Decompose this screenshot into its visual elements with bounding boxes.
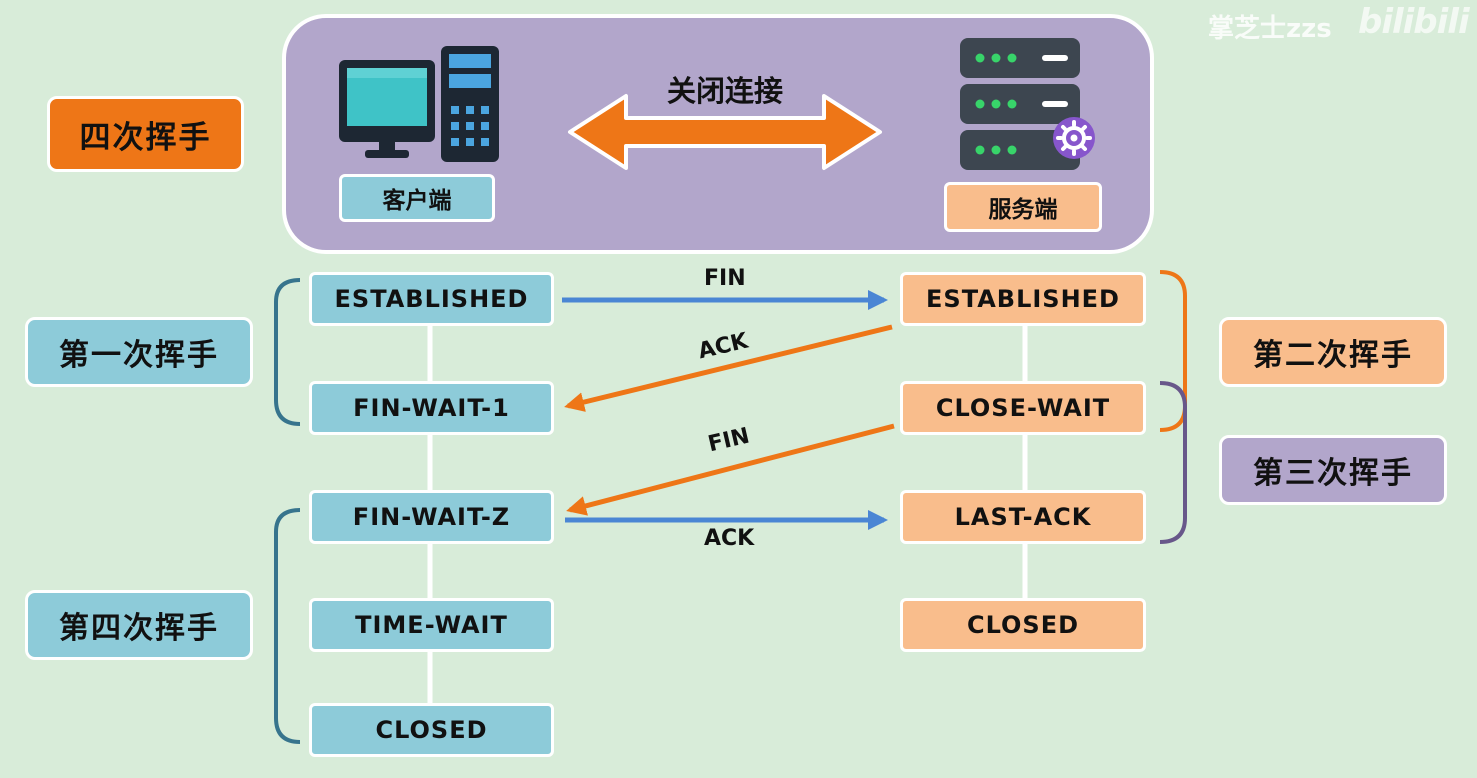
- client-state-established: ESTABLISHED: [309, 272, 554, 326]
- client-state-time-wait: TIME-WAIT: [309, 598, 554, 652]
- client-label: 客户端: [339, 174, 495, 222]
- second-wave-bracket: [1159, 270, 1187, 432]
- server-state-close-wait: CLOSE-WAIT: [900, 381, 1146, 435]
- double-arrow-icon: [568, 94, 882, 170]
- fin1-label: FIN: [704, 266, 746, 291]
- watermark-text: 掌芝士zzs: [1208, 14, 1332, 44]
- server-icon: [960, 38, 1095, 170]
- client-state-fin-wait-2: FIN-WAIT-Z: [309, 490, 554, 544]
- third-wave-label: 第三次挥手: [1219, 435, 1447, 505]
- server-state-last-ack: LAST-ACK: [900, 490, 1146, 544]
- client-state-closed: CLOSED: [309, 703, 554, 757]
- bilibili-logo: bilibili: [1358, 2, 1470, 42]
- connection-label: 关闭连接: [666, 74, 783, 108]
- first-wave-bracket: [274, 278, 301, 426]
- fourth-wave-bracket: [274, 508, 301, 744]
- fourth-wave-label: 第四次挥手: [25, 590, 253, 660]
- third-wave-bracket: [1159, 381, 1187, 544]
- fin2-arrow: [566, 423, 895, 516]
- first-wave-label: 第一次挥手: [25, 317, 253, 387]
- computer-icon: [339, 46, 499, 162]
- page-title: 四次挥手: [47, 96, 244, 172]
- server-state-established: ESTABLISHED: [900, 272, 1146, 326]
- server-state-closed: CLOSED: [900, 598, 1146, 652]
- client-state-fin-wait-1: FIN-WAIT-1: [309, 381, 554, 435]
- server-label: 服务端: [944, 182, 1102, 232]
- second-wave-label: 第二次挥手: [1219, 317, 1447, 387]
- ack2-label: ACK: [704, 526, 755, 551]
- ack1-arrow: [564, 324, 893, 412]
